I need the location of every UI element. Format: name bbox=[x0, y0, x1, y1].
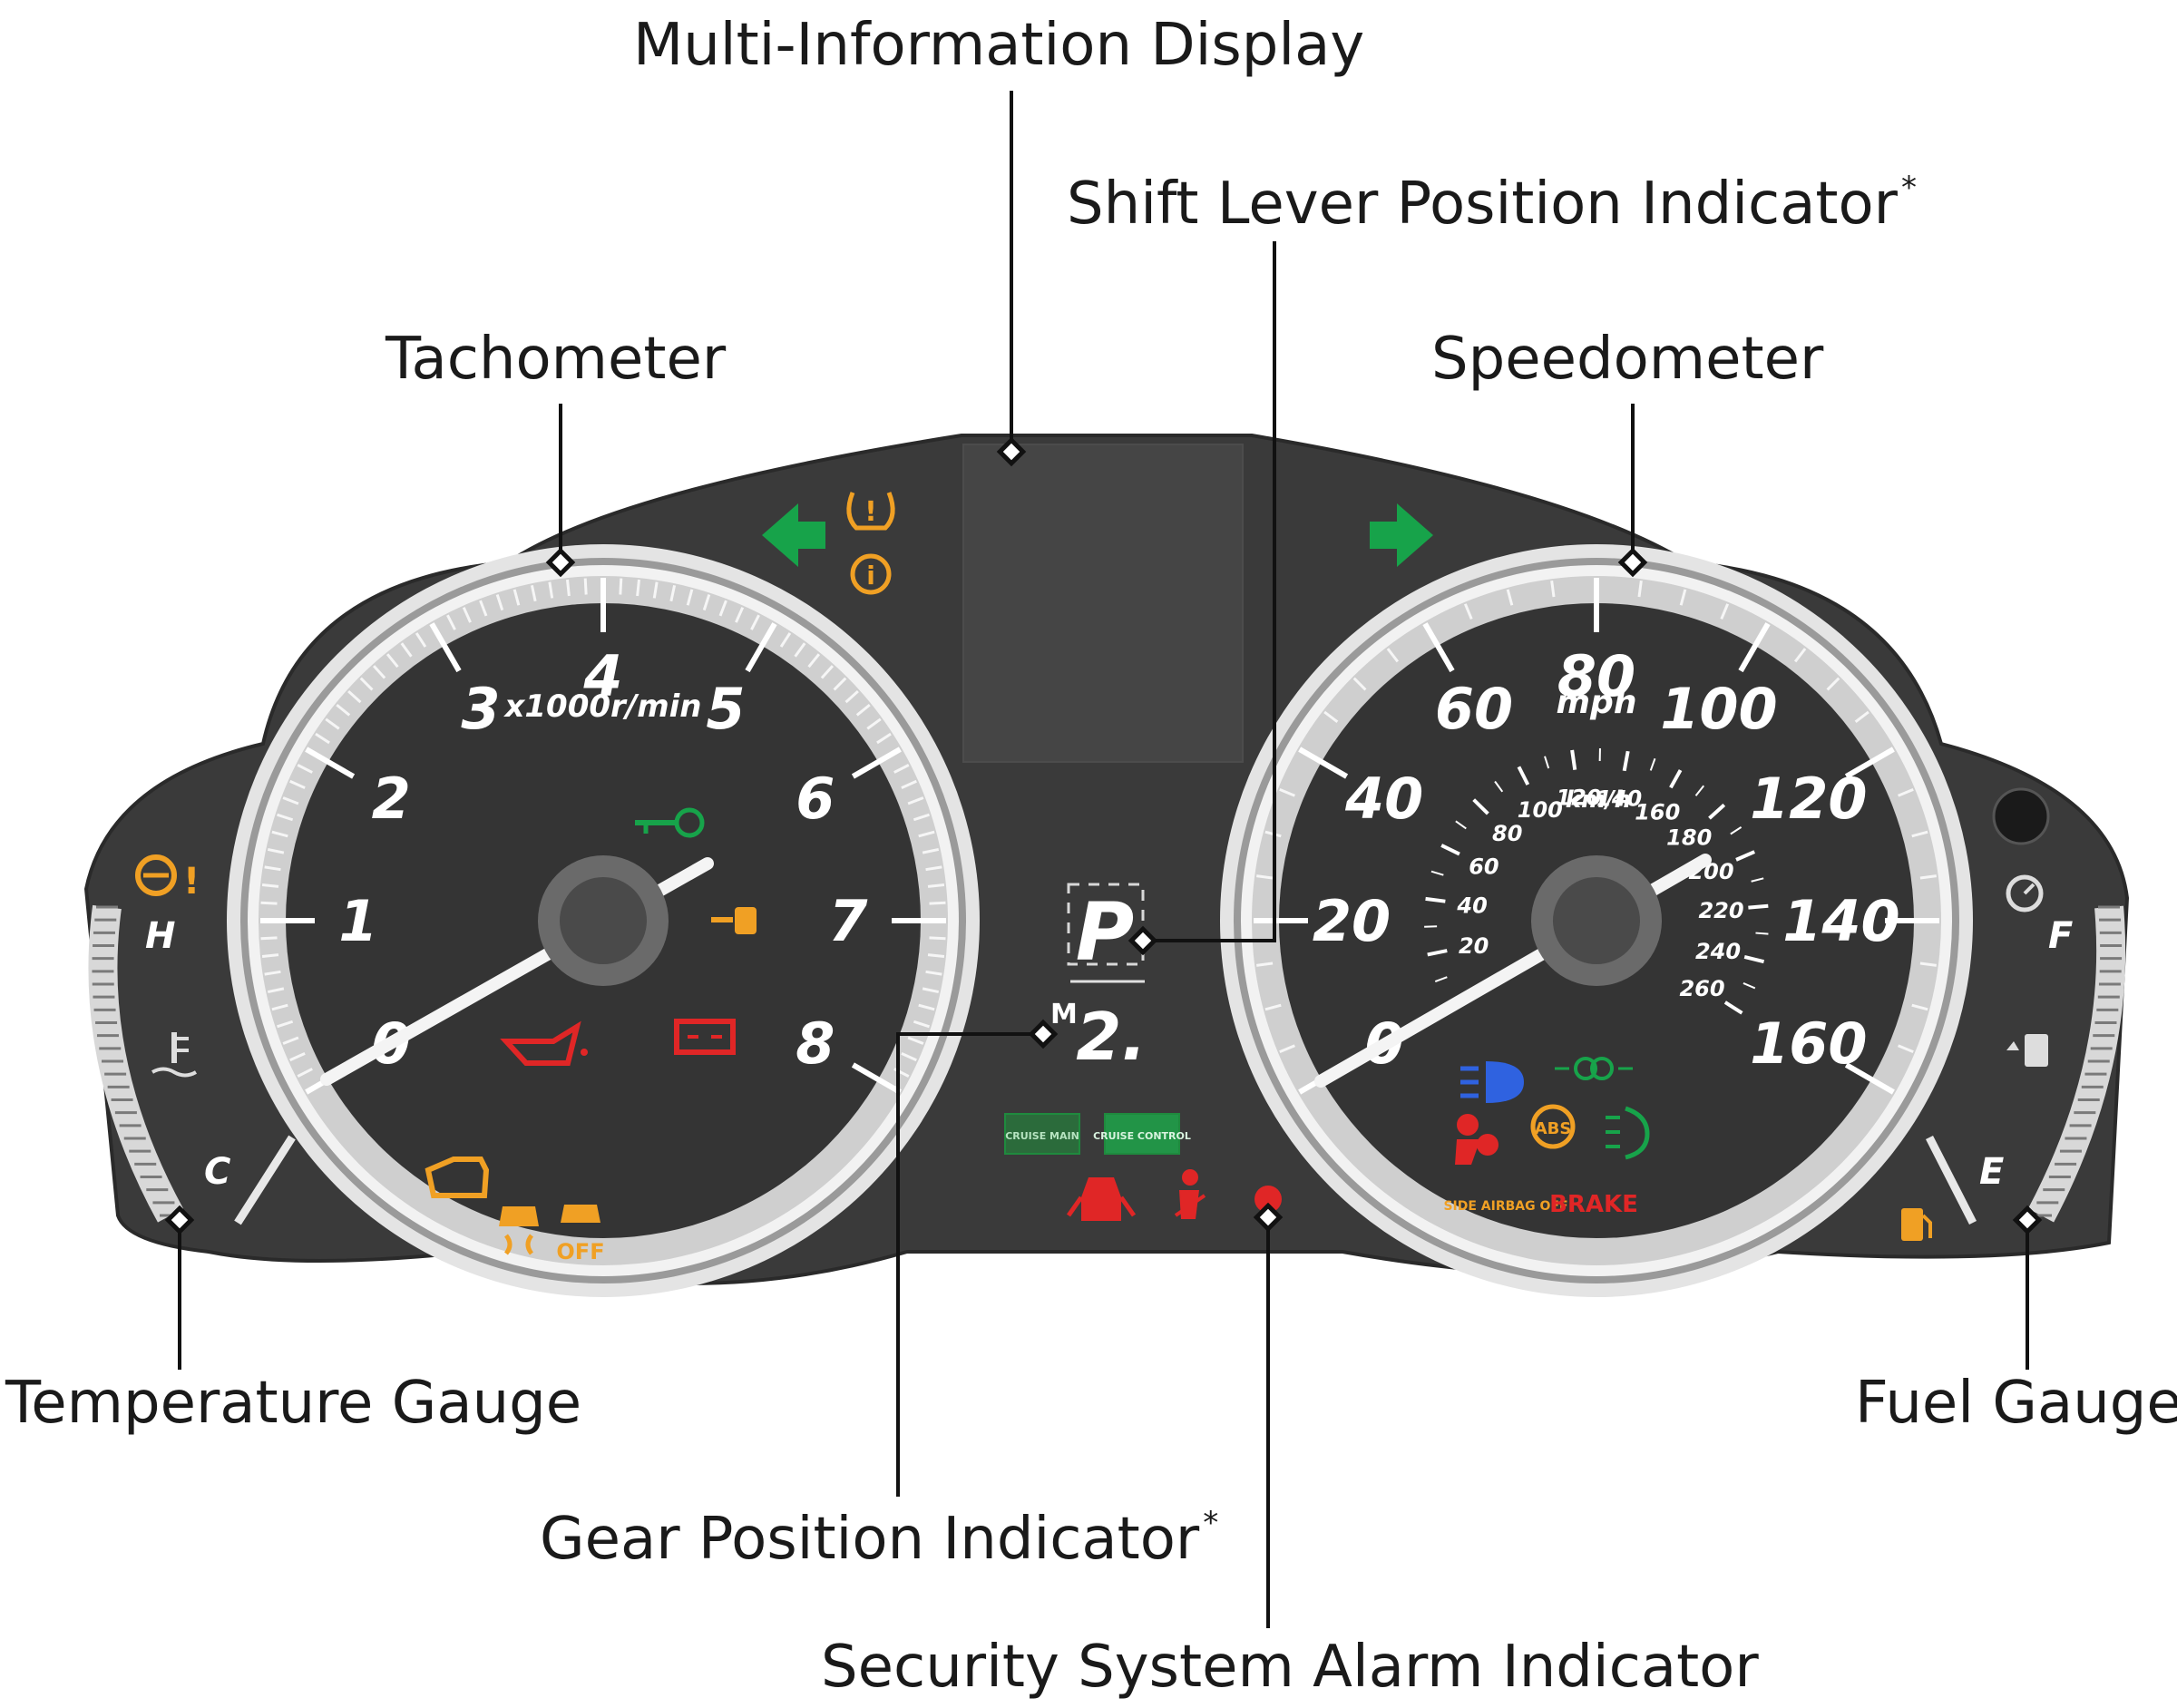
tachometer-callout: Tachometer bbox=[386, 330, 726, 388]
tachometer-number: 8 bbox=[796, 1010, 835, 1077]
cruise-control-label: CRUISE CONTROL bbox=[1093, 1130, 1191, 1142]
tachometer-minor-tick bbox=[930, 938, 946, 939]
speedometer-kmh-number: 240 bbox=[1695, 939, 1741, 964]
shift-position-letter: P bbox=[1076, 885, 1135, 979]
tachometer-unit: x1000r/min bbox=[503, 688, 701, 725]
speedometer-kmh-unit: km/h bbox=[1566, 786, 1631, 814]
cruise-main-label: CRUISE MAIN bbox=[1005, 1130, 1079, 1142]
svg-text:i: i bbox=[866, 561, 875, 590]
abs-label: ABS bbox=[1535, 1119, 1572, 1138]
shift-lever-position-indicator-callout: Shift Lever Position Indicator* bbox=[1067, 172, 1917, 233]
shift-lever-callout-mark: * bbox=[1901, 170, 1917, 206]
speedometer-kmh-number: 20 bbox=[1459, 933, 1489, 959]
tachometer-minor-tick bbox=[567, 580, 569, 596]
temperature-low-label: C bbox=[204, 1151, 230, 1193]
security-system-alarm-indicator-callout: Security System Alarm Indicator bbox=[821, 1638, 1759, 1696]
speedometer-kmh-number: 180 bbox=[1666, 825, 1712, 850]
speedometer-mph-unit: mph bbox=[1557, 684, 1637, 721]
vsa-off-label: OFF bbox=[556, 1239, 604, 1264]
multi-information-display-callout: Multi-Information Display bbox=[633, 16, 1364, 74]
gear-position-indicator-callout: Gear Position Indicator* bbox=[540, 1508, 1218, 1568]
speedometer-mph-number: 160 bbox=[1750, 1010, 1867, 1077]
speedometer-kmh-tick bbox=[1426, 899, 1446, 902]
tachometer-minor-tick bbox=[262, 955, 278, 957]
tachometer-minor-tick bbox=[585, 579, 586, 595]
svg-text:!: ! bbox=[864, 496, 877, 528]
gear-position-callout-text: Gear Position Indicator bbox=[540, 1506, 1199, 1573]
speedometer-mph-number: 60 bbox=[1435, 676, 1513, 742]
tachometer-number: 7 bbox=[828, 888, 868, 954]
high-beam-icon bbox=[1460, 1061, 1524, 1103]
speedometer-kmh-number: 80 bbox=[1492, 821, 1522, 846]
speedometer-callout: Speedometer bbox=[1431, 330, 1823, 388]
speedometer-mph-number: 120 bbox=[1750, 766, 1867, 832]
gear-position-callout-mark: * bbox=[1203, 1505, 1218, 1541]
multi-info-screen bbox=[963, 444, 1243, 762]
speedometer-kmh-number: 40 bbox=[1456, 893, 1487, 918]
shift-lever-callout-text: Shift Lever Position Indicator bbox=[1067, 171, 1898, 238]
tachometer-minor-tick bbox=[928, 884, 944, 886]
speedometer-mph-number: 40 bbox=[1344, 766, 1423, 832]
seat-belt-status-knob bbox=[1994, 789, 2048, 844]
speedometer-kmh-number: 160 bbox=[1635, 799, 1680, 825]
speedometer-kmh-number: 260 bbox=[1679, 976, 1724, 1001]
tachometer-number: 6 bbox=[796, 766, 835, 832]
tachometer-number: 3 bbox=[461, 676, 500, 742]
brake-label: BRAKE bbox=[1549, 1191, 1638, 1218]
temperature-high-label: H bbox=[145, 915, 175, 957]
fuel-full-label: F bbox=[2048, 915, 2073, 957]
gear-number: 2. bbox=[1076, 999, 1146, 1075]
speedometer-kmh-tick bbox=[1748, 906, 1768, 908]
tachometer-minor-tick bbox=[638, 580, 639, 596]
tachometer-minor-tick bbox=[928, 955, 944, 957]
tachometer-number: 1 bbox=[338, 888, 377, 954]
tachometer-number: 2 bbox=[372, 766, 411, 832]
fuel-gauge-callout: Fuel Gauge bbox=[1855, 1374, 2177, 1432]
svg-text:!: ! bbox=[183, 861, 200, 903]
tachometer-minor-tick bbox=[261, 938, 278, 939]
speedometer-kmh-tick bbox=[1755, 933, 1768, 934]
speedometer-kmh-number: 60 bbox=[1469, 854, 1499, 880]
tachometer-minor-tick bbox=[262, 884, 278, 886]
speedometer-mph-number: 100 bbox=[1660, 676, 1777, 742]
speedometer-mph-number: 140 bbox=[1782, 888, 1899, 954]
tachometer-minor-tick bbox=[620, 579, 621, 595]
gear-mode-letter: M bbox=[1050, 999, 1078, 1030]
tachometer-number: 5 bbox=[706, 676, 745, 742]
fuel-empty-label: E bbox=[1979, 1151, 2004, 1193]
temperature-gauge-callout: Temperature Gauge bbox=[5, 1374, 581, 1432]
speedometer-mph-number: 20 bbox=[1313, 888, 1391, 954]
speedometer-kmh-number: 220 bbox=[1698, 898, 1743, 923]
